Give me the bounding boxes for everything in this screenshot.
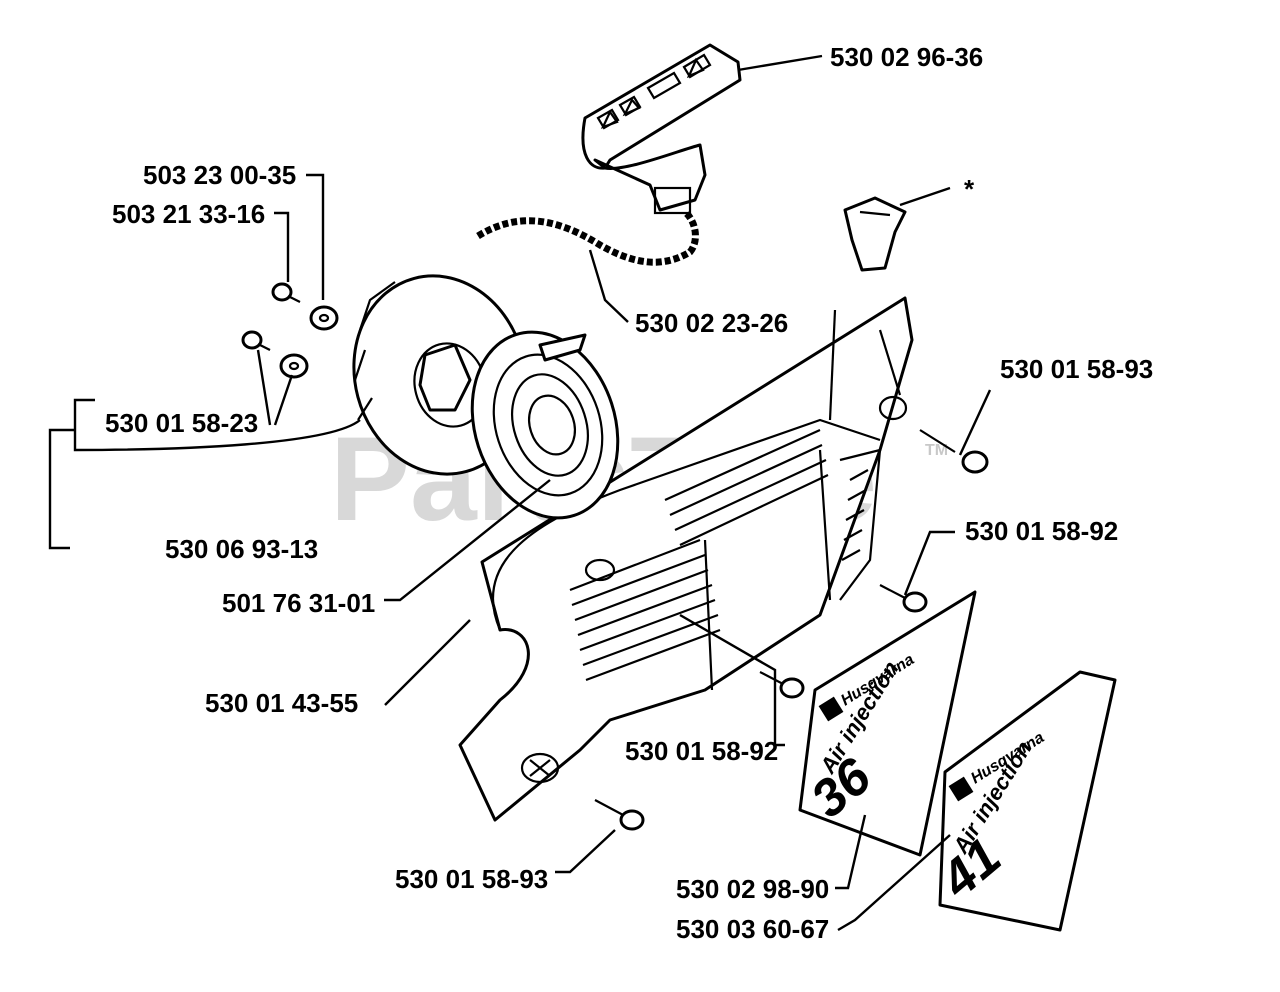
starter-handle[interactable] (581, 43, 742, 215)
washer-mid[interactable] (279, 353, 309, 379)
label-pulley-group: 530 06 93-13 (165, 534, 318, 564)
screw-bottom[interactable] (594, 799, 645, 831)
decal-36[interactable]: Husqvarna Air injection 36 (798, 590, 977, 857)
screw-right-mid[interactable] (879, 584, 928, 613)
starter-housing[interactable] (458, 296, 914, 822)
label-screw-right-mid: 530 01 58-92 (965, 516, 1118, 546)
recoil-spring[interactable] (449, 313, 641, 537)
screw-top-left[interactable] (271, 282, 301, 303)
label-screw-center: 530 01 58-92 (625, 736, 778, 766)
watermark-tm: TM (925, 442, 948, 459)
label-decal-41: 530 03 60-67 (676, 914, 829, 944)
label-screw-washer-left: 530 01 58-23 (105, 408, 258, 438)
label-screw-bottom: 530 01 58-93 (395, 864, 548, 894)
decal-41[interactable]: Husqvarna Air injection 41 (930, 670, 1117, 932)
label-rope: 530 02 23-26 (635, 308, 788, 338)
rope-guide-bushing[interactable] (843, 196, 907, 272)
screw-right-top[interactable] (919, 429, 989, 474)
washer-top[interactable] (309, 305, 339, 331)
label-decal-36: 530 02 98-90 (676, 874, 829, 904)
screw-center[interactable] (759, 671, 805, 699)
label-screw-top: 503 21 33-16 (112, 199, 265, 229)
label-handle: 530 02 96-36 (830, 42, 983, 72)
label-spring: 501 76 31-01 (222, 588, 375, 618)
label-screw-right-top: 530 01 58-93 (1000, 354, 1153, 384)
label-housing: 530 01 43-55 (205, 688, 358, 718)
starter-rope[interactable] (476, 209, 699, 266)
label-asterisk: * (964, 174, 975, 204)
screw-mid-left[interactable] (241, 330, 271, 351)
label-washer-top: 503 23 00-35 (143, 160, 296, 190)
